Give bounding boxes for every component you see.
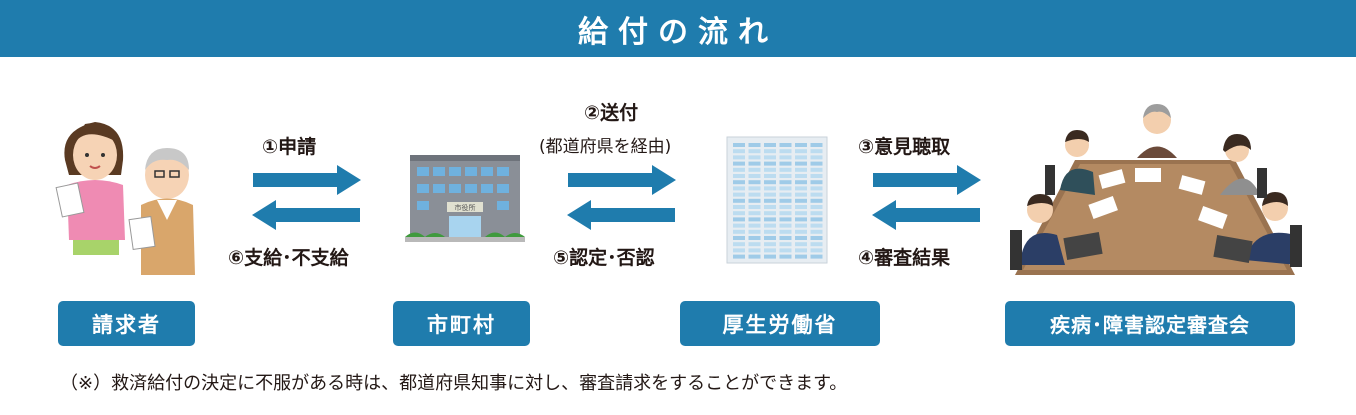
municipality-box: 市町村: [393, 301, 530, 346]
council-meeting-illustration: [1010, 104, 1302, 275]
municipality-label: 市町村: [427, 312, 496, 337]
arrow-right-apply: [253, 165, 361, 195]
ministry-label: 厚生労働省: [722, 312, 838, 337]
arrow-left-certification: [567, 200, 675, 230]
council-box: 疾病･障害認定審査会: [1005, 301, 1295, 346]
claimant-box: 請求者: [58, 301, 195, 346]
step-3-label: ③意見聴取: [858, 136, 951, 158]
claimant-label: 請求者: [92, 312, 161, 337]
step-6-label: ⑥支給･不支給: [228, 247, 349, 269]
step-2-sublabel: (都道府県を経由): [539, 137, 672, 157]
step-2-label: ②送付: [584, 102, 639, 124]
council-label: 疾病･障害認定審査会: [1050, 313, 1250, 337]
arrow-left-payment: [252, 200, 360, 230]
arrow-right-send: [568, 165, 676, 195]
step-4-label: ④審査結果: [858, 247, 951, 269]
step-1-label: ①申請: [262, 136, 317, 158]
step-5-label: ⑤認定･否認: [553, 247, 655, 269]
page-title: 給付の流れ: [578, 14, 778, 50]
title-banner: 給付の流れ: [0, 0, 1356, 57]
footnote: （※）救済給付の決定に不服がある時は、都道府県知事に対し、審査請求をすることがで…: [60, 373, 848, 394]
claimant-illustration: [55, 122, 195, 275]
ministry-box: 厚生労働省: [680, 301, 880, 346]
arrow-right-hearing: [873, 165, 981, 195]
city-hall-illustration: 市役所: [405, 155, 525, 242]
city-hall-sign: 市役所: [455, 203, 476, 212]
arrow-left-result: [872, 200, 980, 230]
ministry-building-illustration: [726, 136, 828, 264]
